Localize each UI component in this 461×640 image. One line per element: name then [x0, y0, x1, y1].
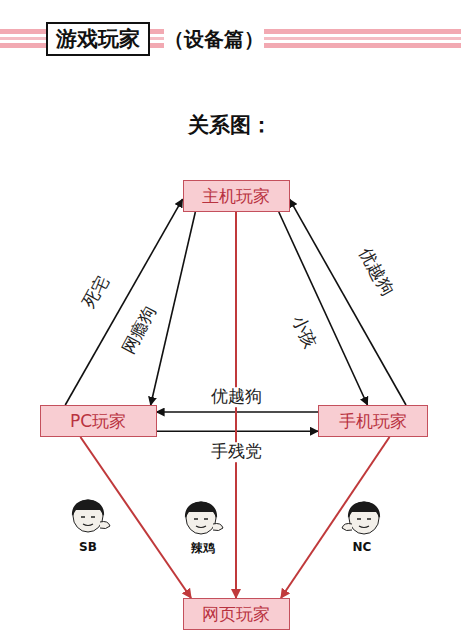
arrow-connector	[279, 212, 368, 405]
meme-face	[72, 500, 110, 533]
arrow-connector	[290, 199, 407, 405]
node-label: 网页玩家	[202, 604, 270, 624]
player-box: 网页玩家	[183, 598, 290, 630]
edge-label: SB	[78, 541, 98, 555]
arrow-connector	[157, 411, 319, 413]
edge-label: 死宅	[78, 271, 114, 314]
node-label: PC玩家	[70, 411, 126, 431]
node-label: 手机玩家	[339, 411, 407, 431]
edge-label: NC	[352, 541, 373, 555]
arrow-connector	[157, 430, 319, 432]
node-label: 主机玩家	[202, 186, 270, 206]
arrow-connector	[80, 437, 191, 598]
edge-label: 手残党	[209, 442, 264, 462]
arrow-connector	[281, 437, 390, 598]
player-box: 手机玩家	[318, 405, 428, 437]
meme-face	[185, 502, 223, 535]
arrow-connector	[65, 199, 182, 405]
edge-label: 优越狗	[354, 243, 398, 301]
meme-face	[342, 502, 380, 535]
player-box: 主机玩家	[183, 180, 290, 212]
player-box: PC玩家	[40, 405, 157, 437]
edge-label: 辣鸡	[190, 542, 216, 556]
edge-label: 优越狗	[209, 387, 264, 407]
heading: 关系图：	[188, 113, 272, 137]
title-box: 游戏玩家	[46, 22, 150, 56]
subtitle: （设备篇）	[164, 28, 264, 51]
edge-label: 网瘾狗	[117, 301, 160, 359]
edge-label: 小孩	[287, 311, 321, 354]
title: 游戏玩家	[56, 25, 140, 53]
